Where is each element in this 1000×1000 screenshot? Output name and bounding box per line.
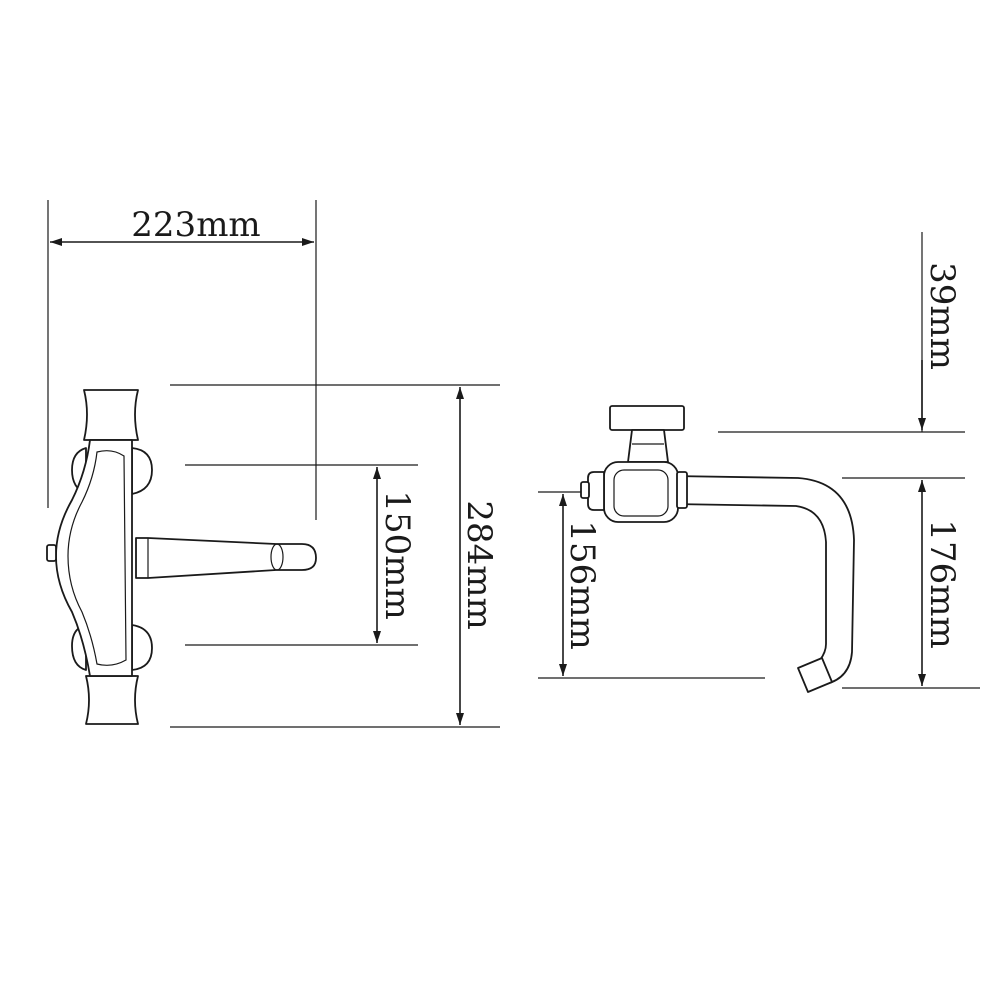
side-nub <box>46 544 57 562</box>
upper-side-knob <box>131 447 153 495</box>
bottom-cap <box>85 675 139 725</box>
spout-front-outlet <box>270 543 284 571</box>
handle-stem <box>627 429 669 463</box>
spout-front <box>135 537 317 579</box>
valve-body-inner <box>613 469 669 517</box>
handle-cap <box>609 405 685 431</box>
faucet-front-body <box>46 389 317 725</box>
side-connector <box>587 471 605 511</box>
dimension-label-side-height: 156mm <box>562 520 602 649</box>
dimension-label-spout-drop: 176mm <box>922 519 962 648</box>
dimension-label-top-offset: 39mm <box>922 262 962 370</box>
connector-nub <box>580 481 590 499</box>
top-cap <box>83 389 139 441</box>
valve-body <box>603 461 679 523</box>
dimension-label-total-height: 284mm <box>459 500 499 629</box>
lower-side-knob <box>131 624 153 671</box>
body-inner-panel <box>67 450 127 666</box>
front-view: 223mm 150mm 284mm <box>46 200 500 728</box>
spout-outlet-tip <box>797 657 833 693</box>
main-body <box>55 439 133 677</box>
spout-collar <box>676 471 688 509</box>
dimension-label-width: 223mm <box>131 205 260 245</box>
side-view: 39mm 156mm 176mm <box>538 232 980 693</box>
spout-side-curved <box>671 475 855 685</box>
dimension-label-spout-height: 150mm <box>377 490 417 619</box>
faucet-side-body <box>580 405 855 693</box>
